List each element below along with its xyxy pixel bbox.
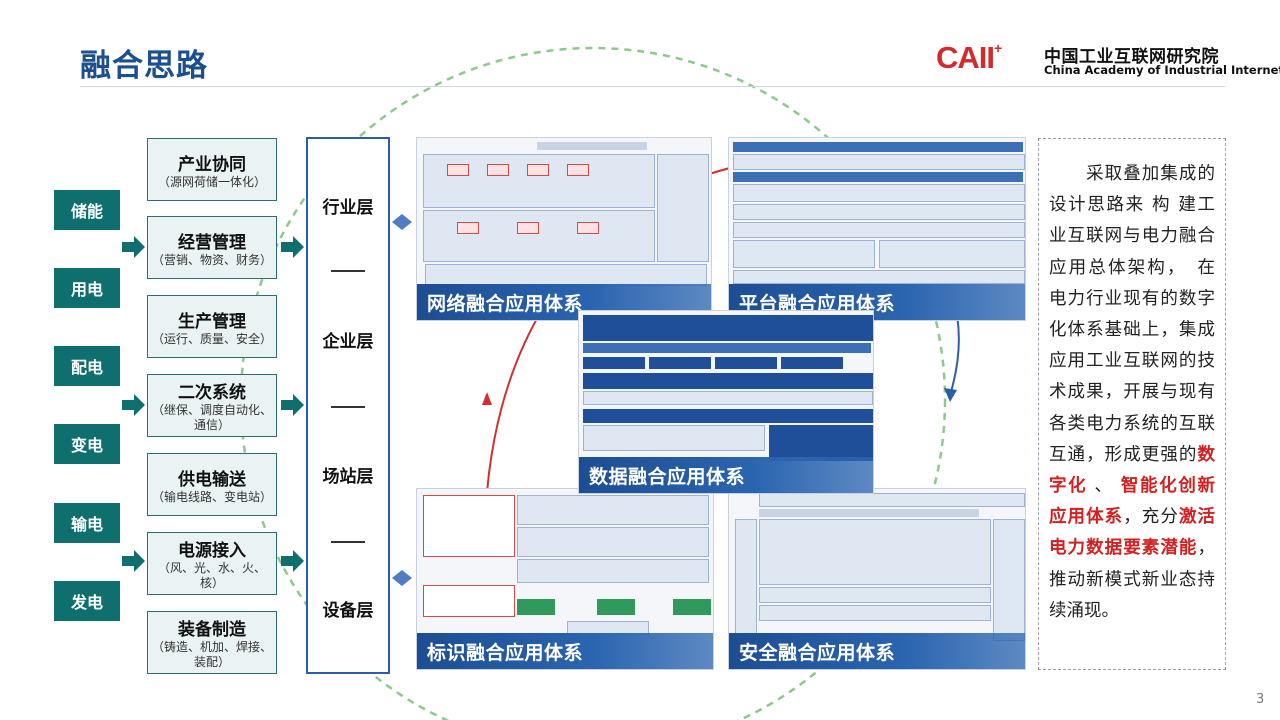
layer-station: 场站层 — [322, 467, 374, 487]
logo-mark: CAII+ — [936, 40, 1002, 75]
sector-power-delivery: 供电输送 （输电线路、变电站） — [147, 453, 277, 516]
chain-consumption: 用电 — [54, 268, 120, 308]
chain-distribution: 配电 — [54, 346, 120, 386]
identity-system-panel: 标识融合应用体系 — [416, 488, 714, 670]
description-text: 采取叠加集成的设计思路来 构 建工业互联网与电力融合应用总体架构， 在电力行业现… — [1049, 164, 1216, 621]
connector-arrows — [392, 214, 412, 586]
sector-secondary-system: 二次系统 （继保、调度自动化、通信） — [147, 374, 277, 437]
layer-device: 设备层 — [322, 601, 374, 621]
network-system-panel: 网络融合应用体系 — [416, 137, 712, 321]
layers-container — [306, 137, 390, 674]
layer-separator — [331, 541, 365, 543]
highlight-digital: 数字化 — [1049, 444, 1215, 497]
data-system-label: 数据融合应用体系 — [579, 457, 873, 493]
chain-generation: 发电 — [54, 581, 120, 621]
layer-separator — [331, 406, 365, 408]
caii-logo: CAII+ 中国工业互联网研究院 China Academy of Indust… — [936, 40, 1280, 80]
layer-industry: 行业层 — [322, 198, 374, 218]
sector-production-management: 生产管理 （运行、质量、安全） — [147, 295, 277, 358]
highlight-data-potential: 激活电力数据要素潜能 — [1049, 507, 1215, 559]
logo-chinese-name: 中国工业互联网研究院 — [1044, 47, 1219, 67]
page-title: 融合思路 — [80, 48, 208, 84]
sector-industry-collaboration: 产业协同 （源网荷储一体化） — [147, 138, 277, 201]
layer-enterprise: 企业层 — [322, 332, 374, 352]
description-box: 采取叠加集成的设计思路来 构 建工业互联网与电力融合应用总体架构， 在电力行业现… — [1038, 138, 1226, 670]
sector-power-access: 电源接入 （风、光、水、火、核） — [147, 532, 277, 595]
page-number: 3 — [1256, 692, 1265, 707]
identity-system-label: 标识融合应用体系 — [417, 633, 713, 669]
highlight-intelligent-system: 智能化创新应用体系 — [1049, 476, 1216, 528]
title-divider — [80, 86, 1225, 87]
chain-storage: 储能 — [54, 190, 120, 230]
network-system-label: 网络融合应用体系 — [417, 284, 711, 320]
data-system-panel: 数据融合应用体系 — [578, 310, 874, 494]
layer-separator — [331, 270, 365, 272]
red-arrowhead-bottom — [482, 392, 492, 405]
chain-substation: 变电 — [54, 424, 120, 464]
blue-arrowhead — [944, 388, 957, 402]
security-system-label: 安全融合应用体系 — [729, 633, 1025, 669]
sector-business-management: 经营管理 （营销、物资、财务） — [147, 216, 277, 279]
platform-system-panel: 平台融合应用体系 — [728, 137, 1026, 321]
sector-equipment-manufacturing: 装备制造 （铸造、机加、焊接、装配） — [147, 611, 277, 674]
security-system-panel: 安全融合应用体系 — [728, 488, 1026, 670]
chain-transmission: 输电 — [54, 503, 120, 543]
logo-english-name: China Academy of Industrial Internet — [1044, 63, 1280, 77]
